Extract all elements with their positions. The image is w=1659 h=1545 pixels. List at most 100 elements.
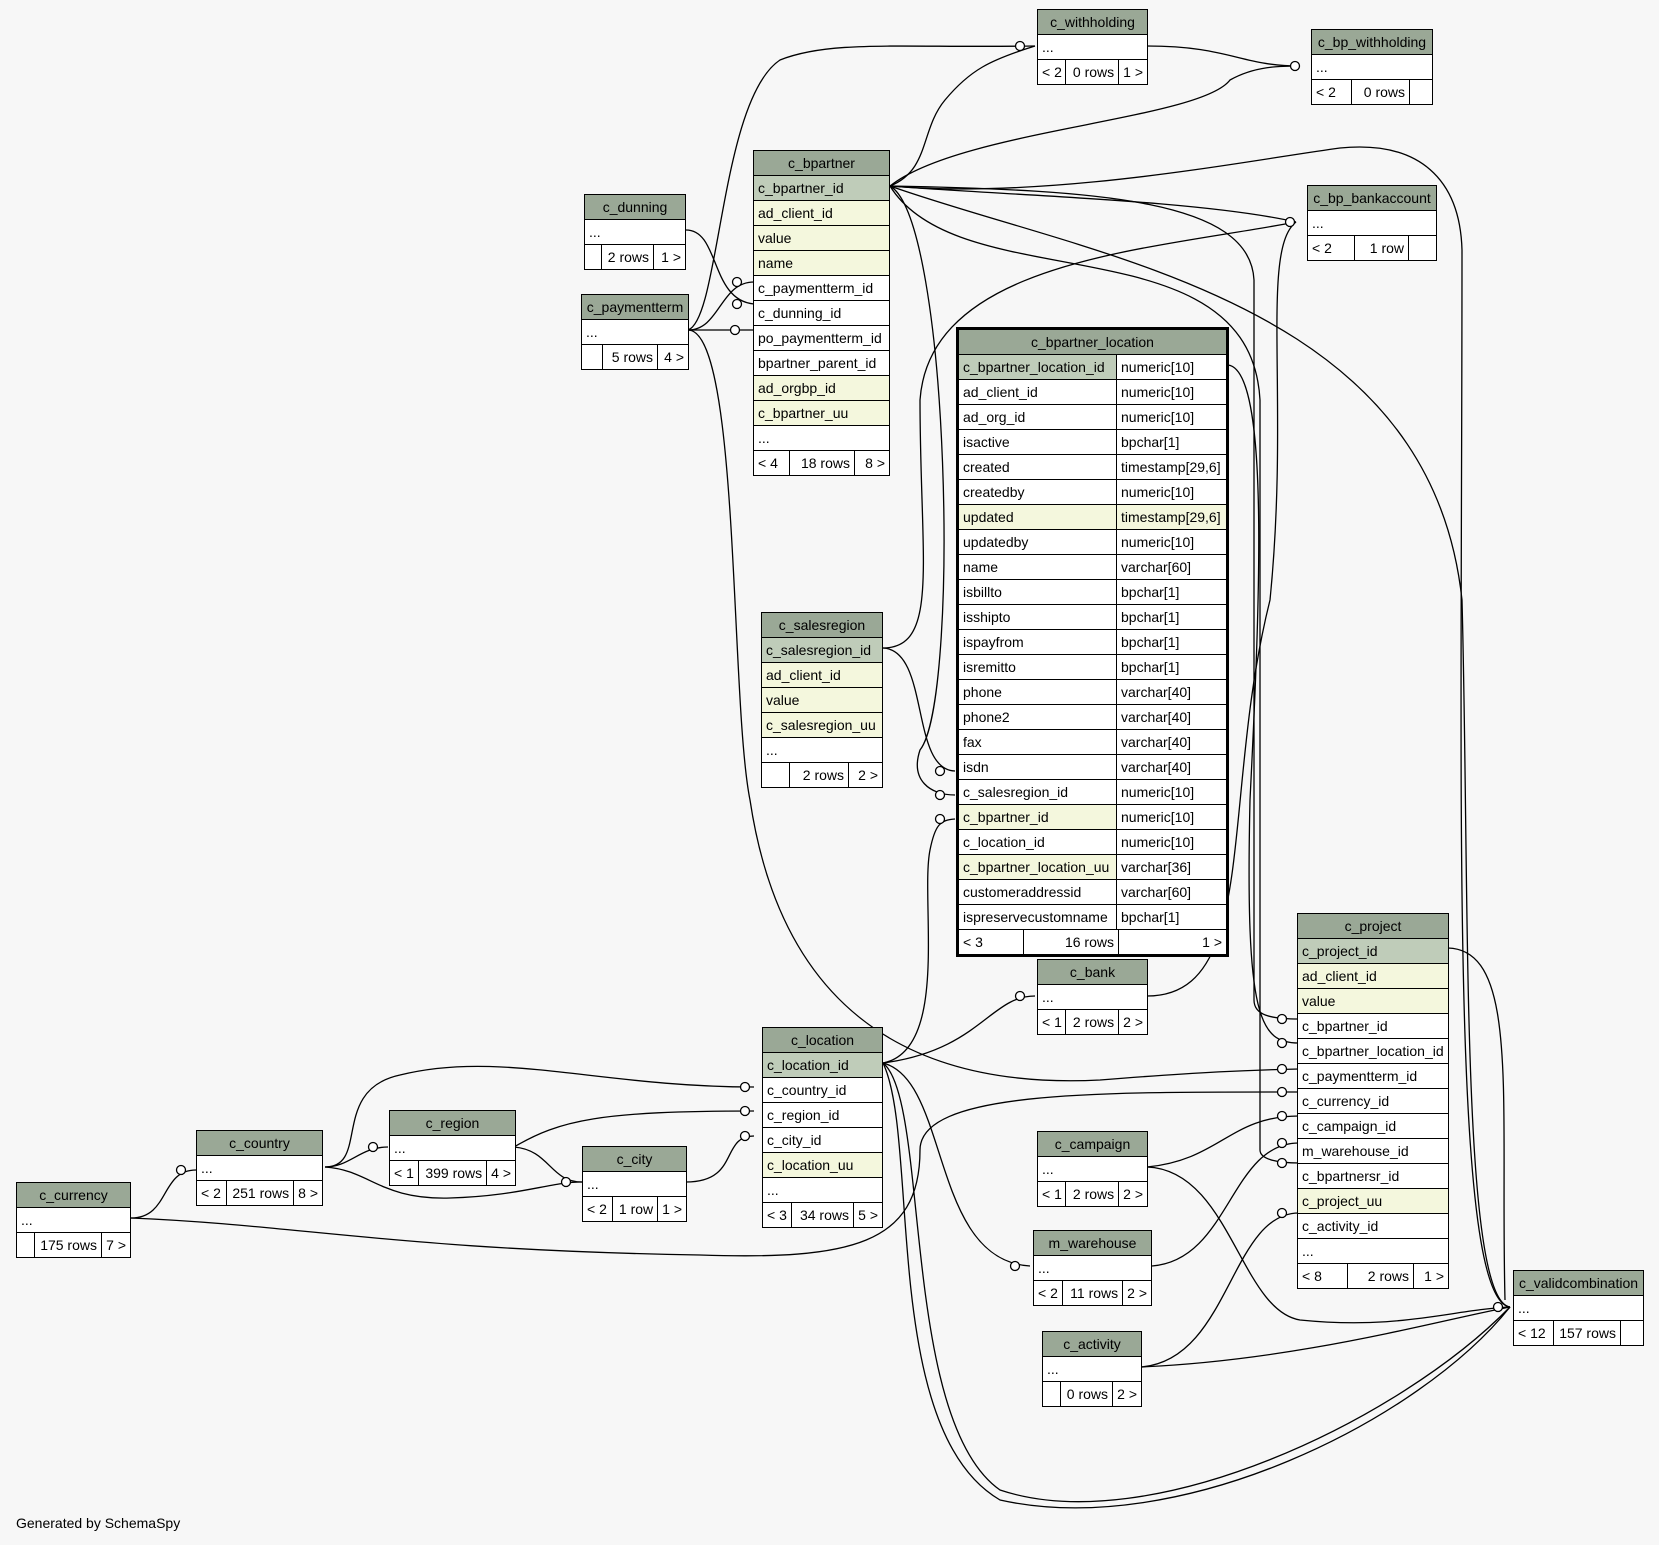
edge-bpartner-withholding xyxy=(889,45,1036,187)
table-title: c_activity xyxy=(1043,1332,1141,1357)
table-m-warehouse[interactable]: m_warehouse ... < 2 11 rows 2 > xyxy=(1033,1230,1152,1306)
parents-count[interactable] xyxy=(585,245,602,269)
table-c-bank[interactable]: c_bank ... < 1 2 rows 2 > xyxy=(1037,959,1148,1035)
edge-paymentterm-project xyxy=(687,329,1300,1082)
column-ellipsis: ... xyxy=(1042,989,1054,1005)
parents-count[interactable]: < 2 xyxy=(583,1197,613,1221)
children-count[interactable] xyxy=(1410,80,1432,104)
edge-bpartner-bpl xyxy=(889,185,956,796)
children-count[interactable]: 2 > xyxy=(1127,1285,1147,1301)
column-ellipsis: ... xyxy=(589,224,601,240)
edge-campaign-validcomb xyxy=(1146,1166,1511,1324)
table-c-bp-withholding[interactable]: c_bp_withholding ... < 2 0 rows xyxy=(1311,29,1433,105)
table-c-currency[interactable]: c_currency ... 175 rows 7 > xyxy=(16,1182,131,1258)
row-count: 0 rows xyxy=(1061,1382,1113,1406)
parents-count[interactable]: < 2 xyxy=(1312,80,1352,104)
table-c-paymentterm[interactable]: c_paymentterm ... 5 rows 4 > xyxy=(581,294,689,370)
column-c-city-id: c_city_id xyxy=(767,1132,822,1148)
column-ad-client-id: ad_client_id xyxy=(963,384,1038,400)
row-count: 2 rows xyxy=(1066,1010,1120,1034)
table-c-salesregion[interactable]: c_salesregion c_salesregion_id ad_client… xyxy=(761,612,883,788)
table-c-region[interactable]: c_region ... < 1 399 rows 4 > xyxy=(389,1110,516,1186)
parents-count[interactable]: < 2 xyxy=(197,1181,227,1205)
table-footer: 0 rows 2 > xyxy=(1043,1382,1141,1406)
children-count[interactable]: 5 > xyxy=(858,1207,878,1223)
parents-count[interactable] xyxy=(1043,1382,1061,1406)
children-count[interactable]: 2 > xyxy=(1123,1186,1143,1202)
table-c-bp-bankaccount[interactable]: c_bp_bankaccount ... < 2 1 row xyxy=(1307,185,1437,261)
table-c-location[interactable]: c_location c_location_id c_country_id c_… xyxy=(762,1027,883,1228)
parents-count[interactable]: < 1 xyxy=(1038,1010,1066,1034)
children-count[interactable]: 2 > xyxy=(1123,1014,1143,1030)
table-c-dunning[interactable]: c_dunning ... 2 rows 1 > xyxy=(584,194,686,270)
table-c-validcombination[interactable]: c_validcombination ... < 12 157 rows xyxy=(1513,1270,1644,1346)
children-count[interactable]: 8 > xyxy=(865,455,885,471)
table-c-bpartner-location[interactable]: c_bpartner_location c_bpartner_location_… xyxy=(956,327,1229,957)
table-c-campaign[interactable]: c_campaign ... < 1 2 rows 2 > xyxy=(1037,1131,1148,1207)
table-c-bpartner[interactable]: c_bpartner c_bpartner_id ad_client_id va… xyxy=(753,150,890,476)
parents-count[interactable]: < 8 xyxy=(1298,1264,1348,1288)
children-count[interactable]: 4 > xyxy=(491,1165,511,1181)
children-count[interactable]: 2 > xyxy=(1117,1386,1137,1402)
column-ellipsis: ... xyxy=(1042,1161,1054,1177)
column-ellipsis: ... xyxy=(1312,215,1324,231)
column-type: bpchar[1] xyxy=(1116,655,1226,679)
column-c-bpartner-location-id: c_bpartner_location_id xyxy=(1302,1043,1444,1059)
parents-count[interactable] xyxy=(17,1233,35,1257)
children-count[interactable] xyxy=(1621,1321,1643,1345)
parents-count[interactable]: < 3 xyxy=(763,1203,792,1227)
column-c-project-id: c_project_id xyxy=(1302,943,1378,959)
column-type: timestamp[29,6] xyxy=(1116,455,1226,479)
children-count[interactable]: 2 > xyxy=(858,767,878,783)
column-c-bpartner-id: c_bpartner_id xyxy=(1302,1018,1388,1034)
children-count[interactable]: 8 > xyxy=(298,1185,318,1201)
parents-count[interactable]: < 1 xyxy=(1038,1182,1066,1206)
edge-location-warehouse xyxy=(882,1062,1031,1267)
children-count[interactable] xyxy=(1409,236,1436,260)
column-name: name xyxy=(963,559,999,575)
children-count[interactable]: 1 > xyxy=(662,1201,682,1217)
edge-bpartner-project-sr xyxy=(889,185,1300,1164)
children-count[interactable]: 7 > xyxy=(106,1237,126,1253)
parents-count[interactable]: < 4 xyxy=(754,451,790,475)
row-count: 2 rows xyxy=(1066,1182,1120,1206)
table-title: c_location xyxy=(763,1028,882,1053)
column-c-paymentterm-id: c_paymentterm_id xyxy=(1302,1068,1418,1084)
children-count[interactable]: 1 > xyxy=(1424,1268,1444,1284)
table-c-country[interactable]: c_country ... < 2 251 rows 8 > xyxy=(196,1130,323,1206)
column-type: numeric[10] xyxy=(1116,830,1226,854)
children-count[interactable]: 1 > xyxy=(661,249,681,265)
column-ad-org-id: ad_org_id xyxy=(963,409,1026,425)
parents-count[interactable]: < 2 xyxy=(1308,236,1355,260)
edge-bpartner-bankaccount xyxy=(889,185,1297,223)
parents-count[interactable] xyxy=(762,763,790,787)
table-title: c_salesregion xyxy=(762,613,882,638)
edge-activity-project xyxy=(1140,1212,1300,1368)
parents-count[interactable]: < 1 xyxy=(390,1161,419,1185)
parents-count[interactable]: < 2 xyxy=(1034,1281,1063,1305)
table-c-city[interactable]: c_city ... < 2 1 row 1 > xyxy=(582,1146,687,1222)
row-count: 34 rows xyxy=(792,1203,854,1227)
children-count[interactable]: 4 > xyxy=(664,349,684,365)
parents-count[interactable] xyxy=(582,345,603,369)
column-type: bpchar[1] xyxy=(1116,905,1226,929)
children-count[interactable]: 1 > xyxy=(1202,934,1222,950)
table-c-activity[interactable]: c_activity ... 0 rows 2 > xyxy=(1042,1331,1142,1407)
row-count: 18 rows xyxy=(790,451,855,475)
edge-currency-country xyxy=(130,1169,197,1219)
parents-count[interactable]: < 2 xyxy=(1038,60,1066,84)
column-type: varchar[40] xyxy=(1116,705,1226,729)
parents-count[interactable]: < 3 xyxy=(959,930,1024,954)
table-c-withholding[interactable]: c_withholding ... < 2 0 rows 1 > xyxy=(1037,9,1148,85)
column-type: numeric[10] xyxy=(1116,530,1226,554)
table-title: c_validcombination xyxy=(1514,1271,1643,1296)
children-count[interactable]: 1 > xyxy=(1123,64,1143,80)
column-c-location-id: c_location_id xyxy=(963,834,1045,850)
column-ellipsis: ... xyxy=(21,1212,33,1228)
column-value: value xyxy=(758,230,792,246)
table-c-project[interactable]: c_project c_project_id ad_client_id valu… xyxy=(1297,913,1449,1289)
column-c-dunning-id: c_dunning_id xyxy=(758,305,842,321)
edge-paymentterm-bpartner xyxy=(687,281,755,331)
row-count: 16 rows xyxy=(1024,930,1119,954)
parents-count[interactable]: < 12 xyxy=(1514,1321,1554,1345)
